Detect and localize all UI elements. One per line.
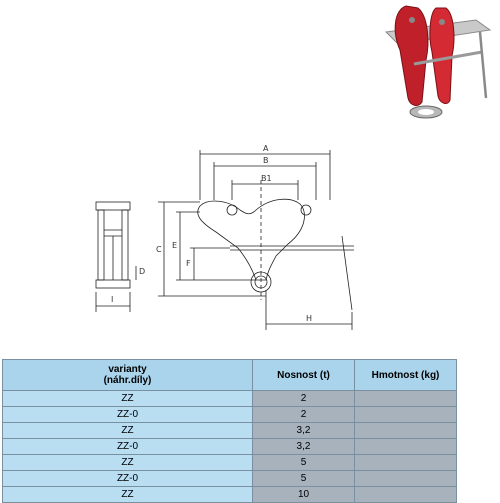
cell-weight [354,486,457,503]
cell-variant: ZZ [2,390,253,407]
cell-weight [354,438,457,455]
beam-clamp-photo [384,2,496,126]
cell-weight [354,454,457,471]
dim-label-e: E [172,241,177,250]
cell-weight [354,470,457,487]
header-variant: varianty (náhr.díly) [2,359,253,391]
cell-capacity: 10 [252,486,355,503]
specification-table: varianty (náhr.díly) Nosnost (t) Hmotnos… [2,359,457,503]
header-capacity: Nosnost (t) [252,359,355,391]
cell-variant: ZZ [2,454,253,471]
header-variant-line1: varianty [108,364,147,375]
dimension-drawing: A B B1 C E F D I H [95,144,354,330]
dim-label-i: I [111,295,113,304]
dim-label-c: C [156,245,162,254]
header-weight: Hmotnost (kg) [354,359,457,391]
cell-variant: ZZ-0 [2,406,253,423]
cell-weight [354,390,457,407]
dim-label-b: B [263,156,269,165]
cell-variant: ZZ [2,422,253,439]
cell-capacity: 3,2 [252,422,355,439]
cell-capacity: 2 [252,390,355,407]
dim-label-b1: B1 [261,174,272,183]
cell-variant: ZZ-0 [2,470,253,487]
header-variant-line2: (náhr.díly) [103,375,152,386]
cell-capacity: 2 [252,406,355,423]
cell-weight [354,422,457,439]
cell-capacity: 5 [252,454,355,471]
dim-label-d: D [139,267,145,276]
dim-label-f: F [186,259,191,268]
dim-label-a: A [263,144,269,153]
table-header-row: varianty (náhr.díly) Nosnost (t) Hmotnos… [2,359,457,391]
cell-capacity: 3,2 [252,438,355,455]
cell-capacity: 5 [252,470,355,487]
dim-label-h: H [306,314,312,323]
cell-variant: ZZ-0 [2,438,253,455]
cell-weight [354,406,457,423]
cell-variant: ZZ [2,486,253,503]
